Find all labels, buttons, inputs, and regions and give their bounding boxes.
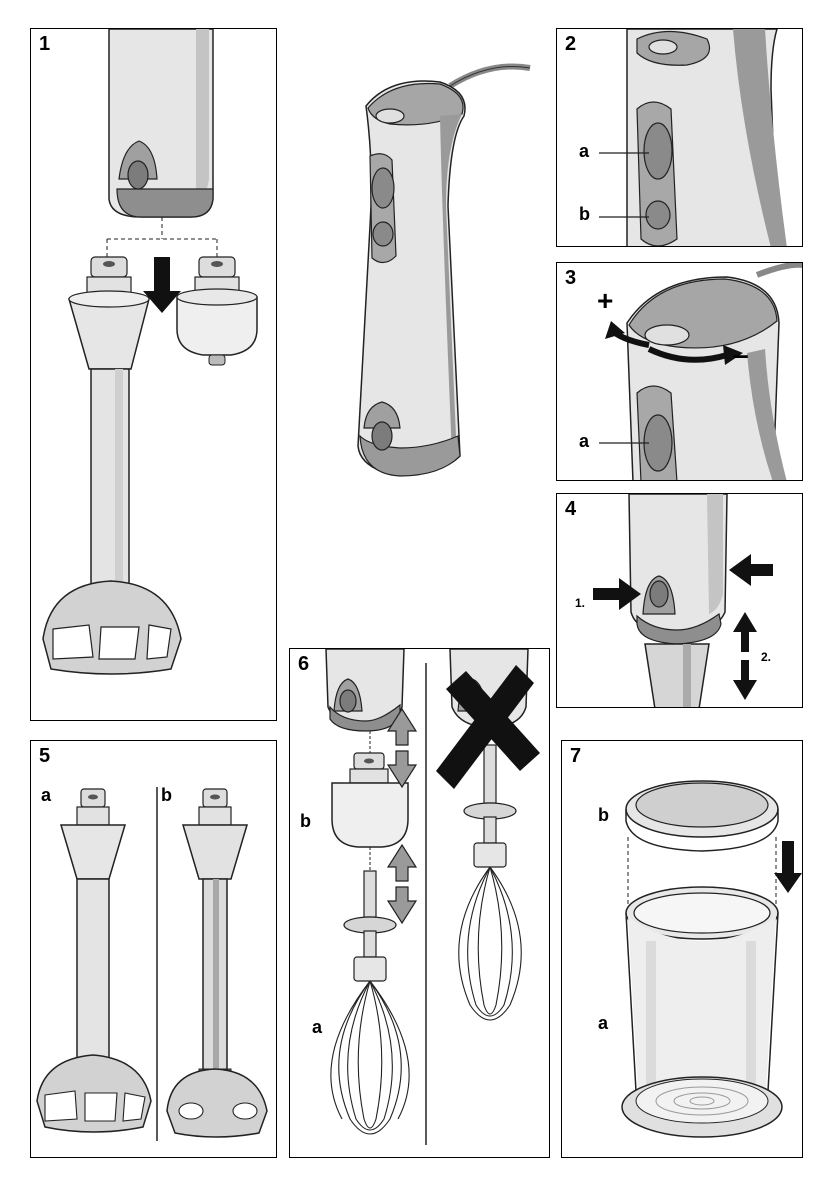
panel-4: 4 1. 2. <box>556 493 803 708</box>
blender-shaft-attachment-illustration <box>31 29 277 721</box>
panel-6: 6 <box>289 648 550 1158</box>
panel-5: 5 a b <box>30 740 277 1158</box>
blender-shafts-comparison-illustration <box>31 741 277 1158</box>
callout-b: b <box>161 785 172 806</box>
callout-a: a <box>312 1017 322 1038</box>
speed-decrease-sign: – <box>733 339 749 371</box>
callout-b: b <box>300 811 311 832</box>
callout-a: a <box>598 1013 608 1034</box>
panel-1: 1 <box>30 28 277 721</box>
hand-blender-body-illustration <box>330 56 540 486</box>
callout-a: a <box>579 431 589 452</box>
panel-7: 7 b a <box>561 740 803 1158</box>
callout-a: a <box>579 141 589 162</box>
step-2-label: 2. <box>761 650 771 664</box>
callout-b: b <box>598 805 609 826</box>
speed-increase-sign: + <box>597 285 613 317</box>
release-buttons-illustration <box>557 494 803 708</box>
panel-2: 2 a b <box>556 28 803 247</box>
beaker-and-lid-illustration <box>562 741 803 1158</box>
step-1-label: 1. <box>575 596 585 610</box>
callout-a: a <box>41 785 51 806</box>
whisk-attachment-illustration <box>290 649 550 1158</box>
hand-blender-overview <box>330 56 540 486</box>
panel-3: 3 + – a <box>556 262 803 481</box>
speed-buttons-illustration <box>557 29 803 247</box>
callout-b: b <box>579 204 590 225</box>
speed-dial-illustration <box>557 263 803 481</box>
